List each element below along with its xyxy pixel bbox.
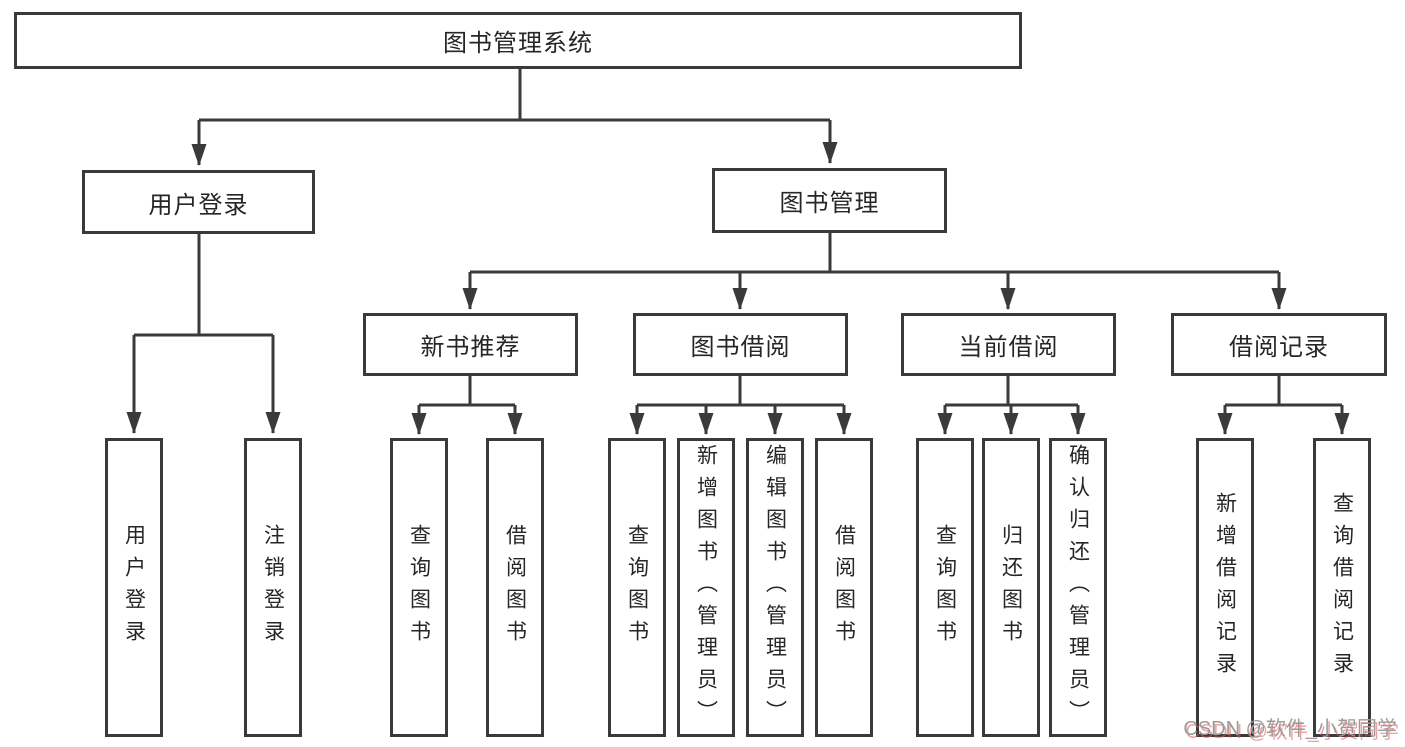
leaf-user-login: 用户登录 xyxy=(105,438,163,737)
leaf-add-borrow-record: 新增借阅记录 xyxy=(1196,438,1254,737)
node-book-borrowing: 图书借阅 xyxy=(633,313,848,376)
node-borrowing-records: 借阅记录 xyxy=(1171,313,1387,376)
node-current-borrowing: 当前借阅 xyxy=(901,313,1116,376)
leaf-borrow-books-recommend: 借阅图书 xyxy=(486,438,544,737)
leaf-query-books-recommend: 查询图书 xyxy=(390,438,448,737)
csdn-watermark: CSDN @软件_小贺同学 xyxy=(1183,718,1397,740)
node-book-management: 图书管理 xyxy=(712,168,947,233)
leaf-query-books-current: 查询图书 xyxy=(916,438,974,737)
leaf-confirm-return-admin: 确认归还（管理员） xyxy=(1049,438,1107,737)
leaf-borrow-books: 借阅图书 xyxy=(815,438,873,737)
leaf-logout: 注销登录 xyxy=(244,438,302,737)
leaf-add-books-admin: 新增图书（管理员） xyxy=(677,438,735,737)
leaf-query-borrow-record: 查询借阅记录 xyxy=(1313,438,1371,737)
node-user-login: 用户登录 xyxy=(82,170,315,234)
node-library-management-system: 图书管理系统 xyxy=(14,12,1022,69)
leaf-edit-books-admin: 编辑图书（管理员） xyxy=(746,438,804,737)
leaf-query-books-borrowing: 查询图书 xyxy=(608,438,666,737)
node-new-book-recommendation: 新书推荐 xyxy=(363,313,578,376)
leaf-return-books: 归还图书 xyxy=(982,438,1040,737)
